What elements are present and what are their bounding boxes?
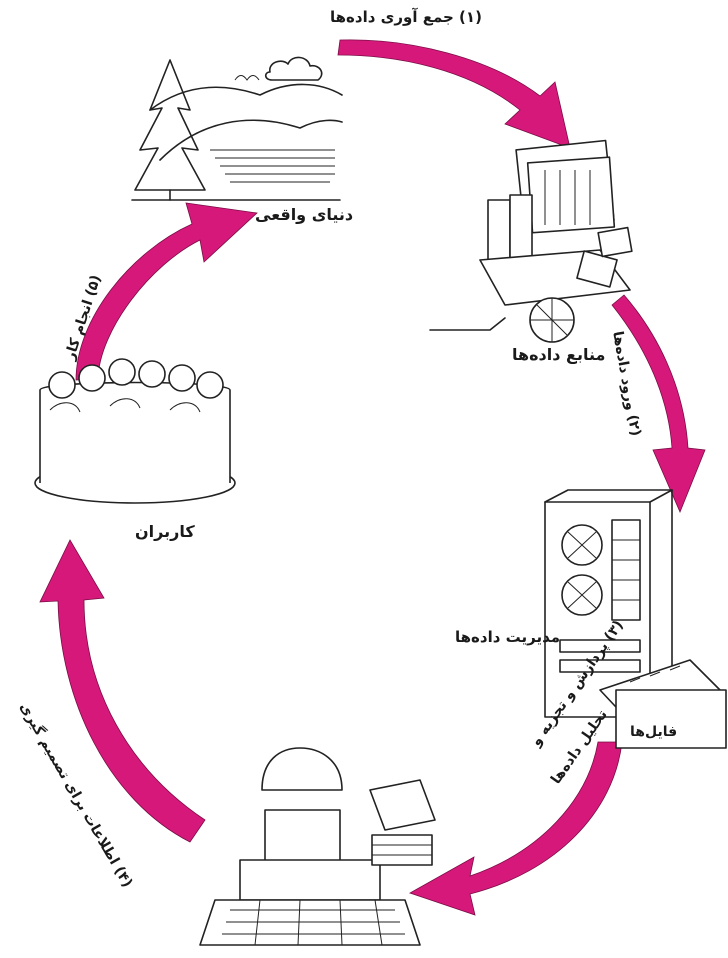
node-data-management-label: مدیریت داده‌ها (455, 628, 560, 646)
computer-cabinet-icon (545, 490, 726, 748)
node-data-sources-label: منابع داده‌ها (512, 345, 605, 364)
node-real-world-label: دنیای واقعی (255, 205, 353, 224)
arrow-info (40, 540, 205, 842)
node-files-label: فایل‌ها (630, 724, 677, 740)
people-group-icon (35, 359, 235, 503)
landscape-icon (132, 57, 342, 200)
node-users-label: کاربران (135, 522, 195, 541)
step-collect-label: (۱) جمع آوری داده‌ها (330, 8, 482, 26)
arrow-perform (76, 203, 257, 380)
documents-and-books-icon (430, 141, 632, 342)
computer-workstation-icon (200, 748, 435, 945)
arrow-process (410, 742, 622, 915)
arrow-collect (338, 40, 570, 148)
